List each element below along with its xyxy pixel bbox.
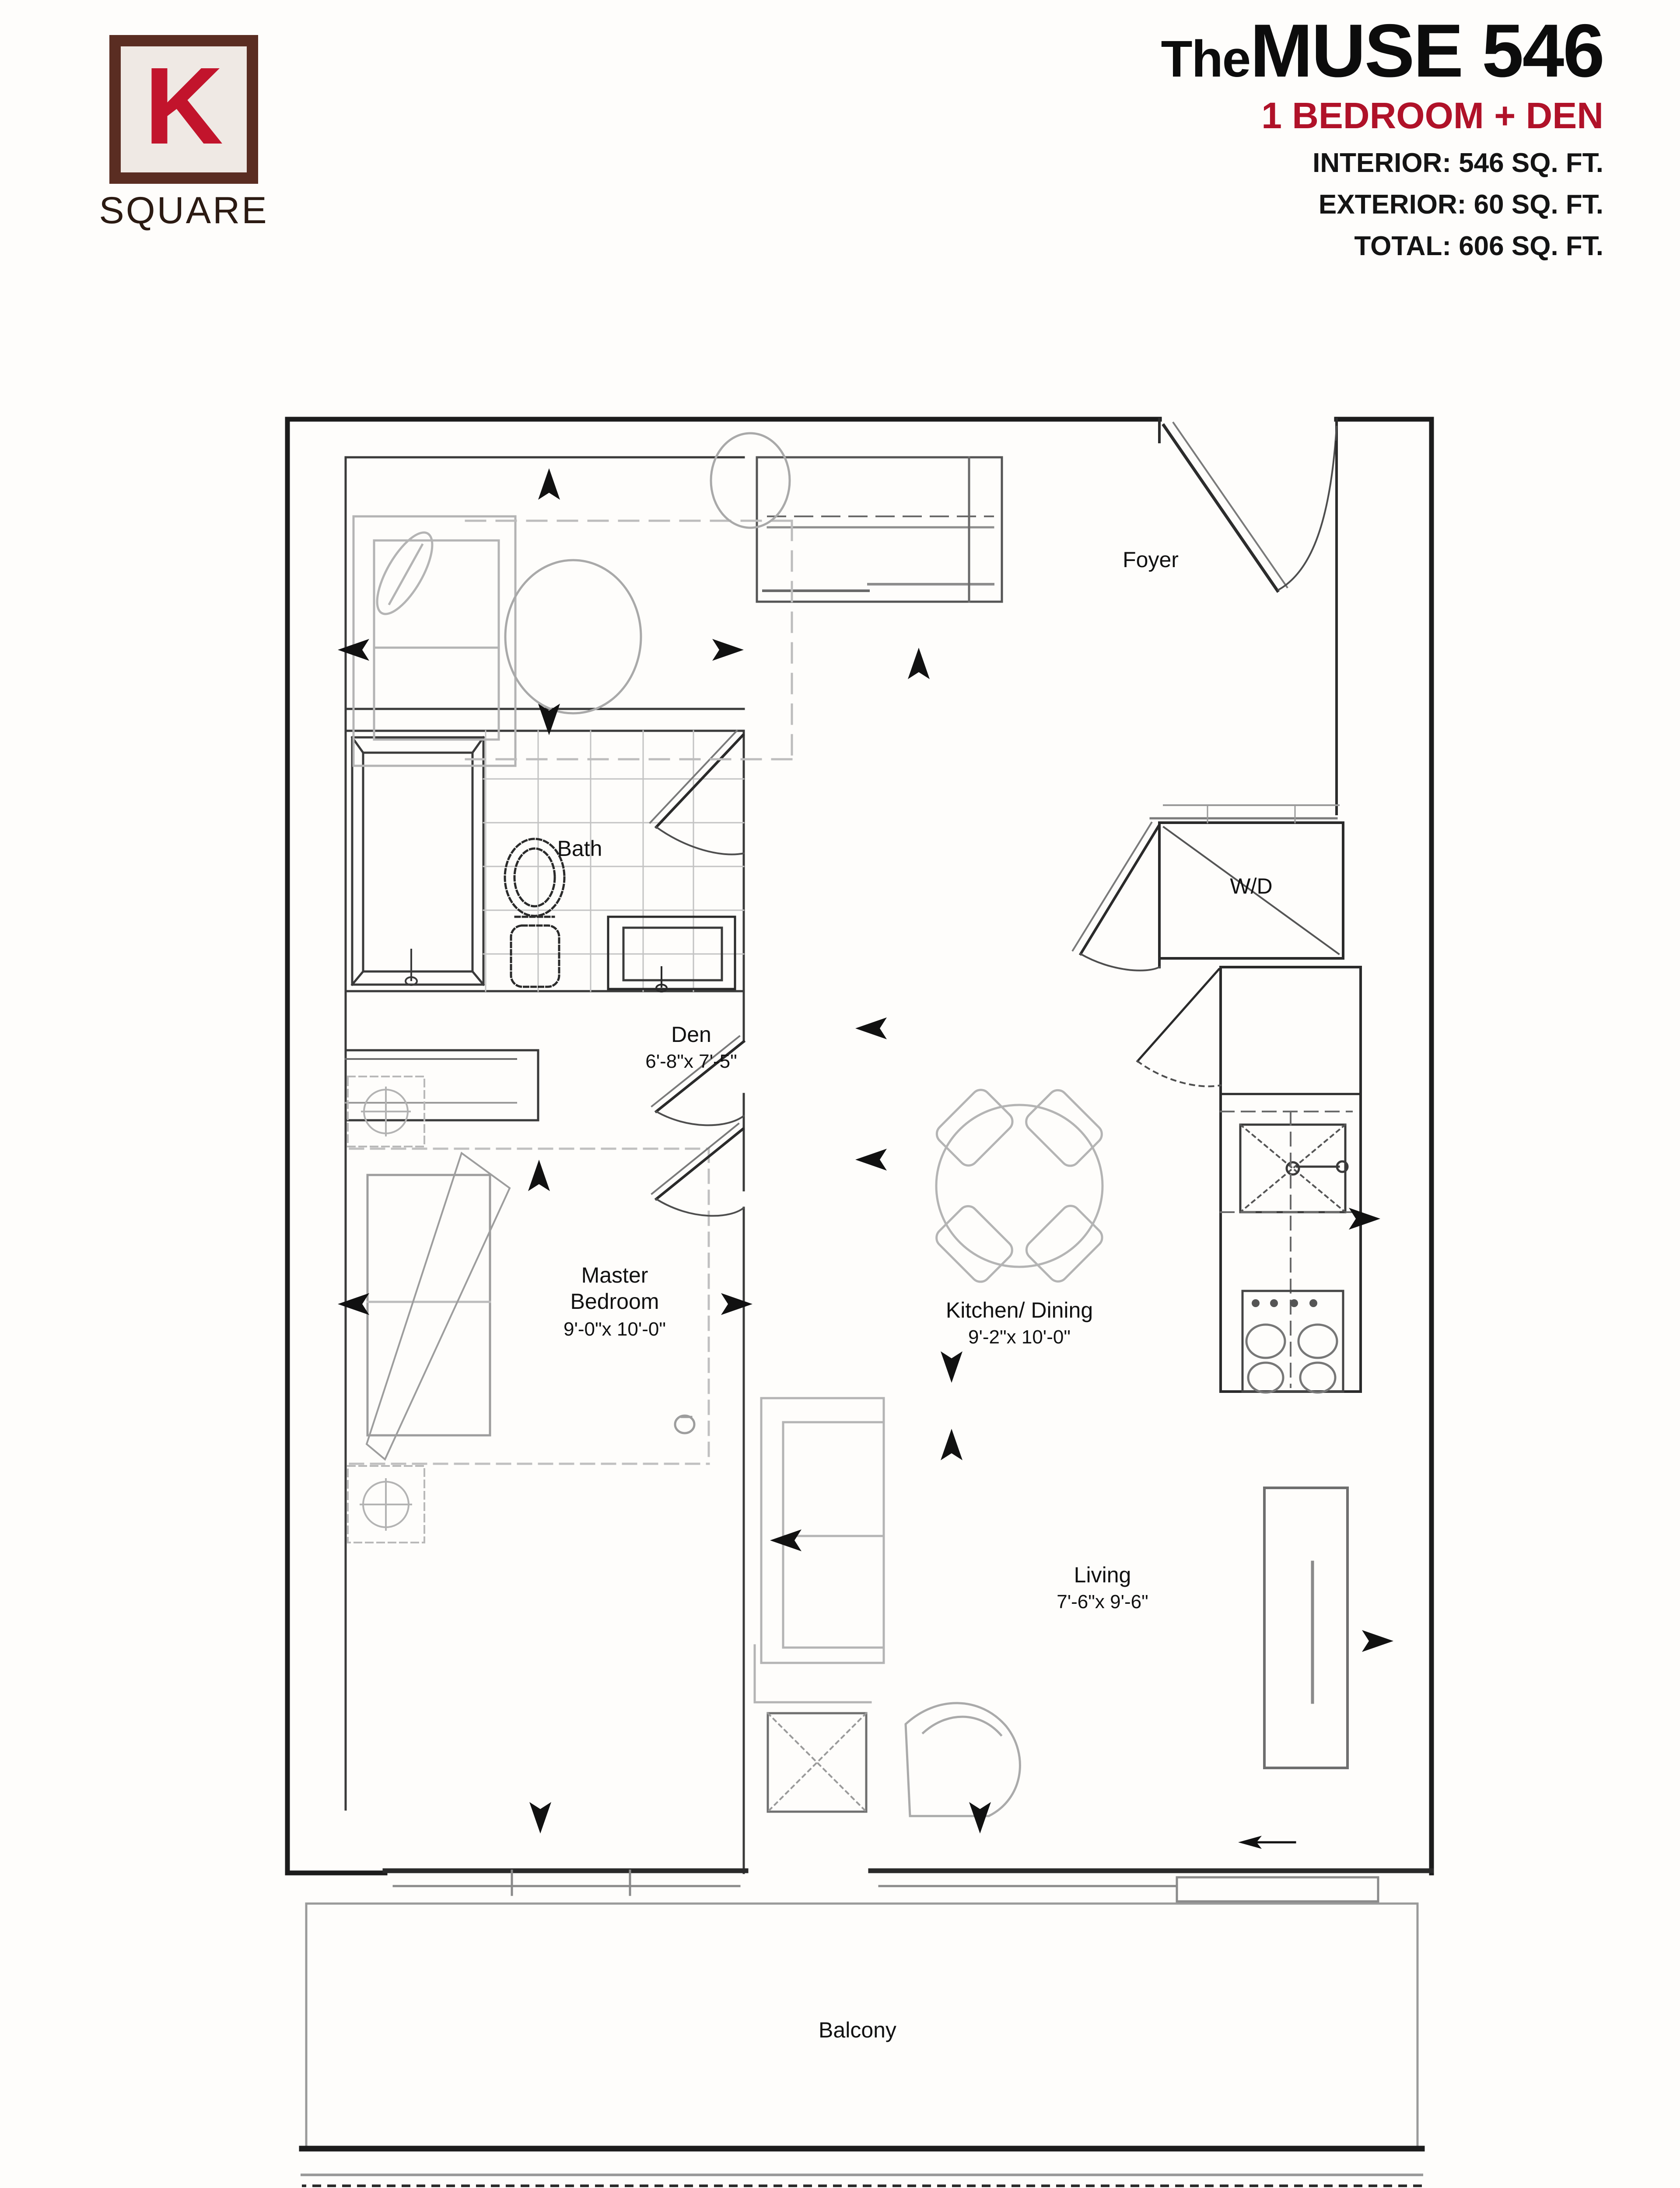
room-label-foyer: Foyer — [1123, 547, 1179, 572]
room-dim-kitchen-dining: 9'-2"x 10'-0" — [968, 1326, 1071, 1348]
room-label-bath: Bath — [557, 836, 602, 861]
exterior-area: EXTERIOR: 60 SQ. FT. — [1318, 189, 1603, 220]
floor-plan: Foyer Den 6'-8"x 7'-5" W/D Bath Kitchen/… — [0, 385, 1680, 2188]
room-label-master-bedroom-line2: Bedroom — [570, 1289, 659, 1314]
k-square-logo: K SQUARE — [88, 35, 280, 263]
room-label-kitchen-dining: Kitchen/ Dining — [945, 1298, 1093, 1322]
suite-title-name: MUSE 546 — [1250, 9, 1605, 93]
room-label-master-bedroom-line1: Master — [581, 1263, 648, 1287]
room-label-balcony: Balcony — [819, 2018, 896, 2042]
k-square-logo-frame: K — [109, 35, 258, 184]
suite-subtitle: 1 BEDROOM + DEN — [1261, 95, 1603, 136]
room-dim-master-bedroom: 9'-0"x 10'-0" — [564, 1318, 666, 1340]
room-label-den: Den — [671, 1022, 711, 1047]
floor-plan-drawing — [285, 417, 1434, 2188]
total-area: TOTAL: 606 SQ. FT. — [1354, 231, 1603, 261]
k-square-logo-letter: K — [144, 45, 224, 167]
room-dim-living: 7'-6"x 9'-6" — [1057, 1591, 1148, 1613]
interior-area: INTERIOR: 546 SQ. FT. — [1312, 148, 1603, 178]
room-dim-den: 6'-8"x 7'-5" — [645, 1051, 737, 1072]
k-square-logo-word: SQUARE — [99, 189, 269, 231]
room-label-living: Living — [1074, 1563, 1131, 1587]
title-block: TheMUSE 546 1 BEDROOM + DEN INTERIOR: 54… — [728, 13, 1605, 262]
room-label-wd: W/D — [1230, 874, 1273, 898]
header: K SQUARE TheMUSE 546 1 BEDROOM + DEN INT… — [0, 0, 1680, 385]
suite-title-prefix: The — [1161, 30, 1251, 88]
suite-title: TheMUSE 546 — [728, 13, 1605, 88]
